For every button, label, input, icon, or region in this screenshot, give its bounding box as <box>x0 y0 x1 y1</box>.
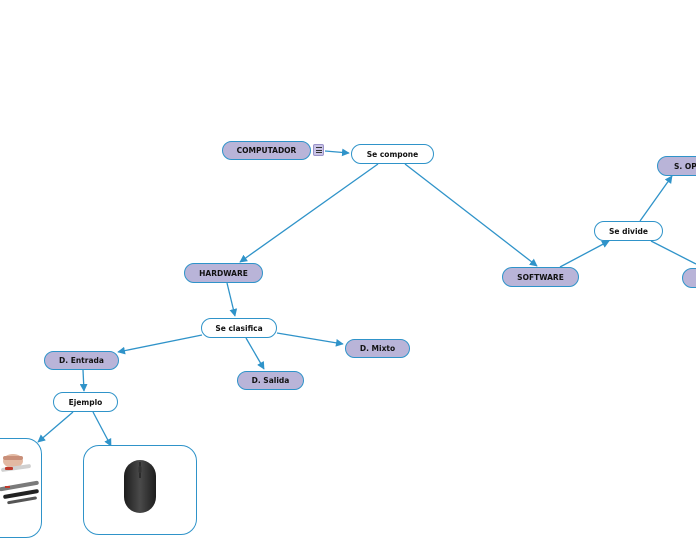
edge-ejemplo-mouse <box>92 411 112 447</box>
node-d-mixto[interactable]: D. Mixto <box>345 339 410 358</box>
node-d-entrada[interactable]: D. Entrada <box>44 351 119 370</box>
edge-se-clasifica-d-mixto <box>276 332 344 347</box>
edge-se-divide-offscreen <box>650 240 696 265</box>
edge-software-se-divide <box>559 240 610 268</box>
node-se-divide[interactable]: Se divide <box>594 221 663 241</box>
node-computador[interactable]: COMPUTADOR <box>222 141 311 160</box>
mouse-image <box>124 460 156 513</box>
edge-hardware-se-clasifica <box>226 282 238 317</box>
connector-layer <box>37 148 696 447</box>
node-se-compone[interactable]: Se compone <box>351 144 434 164</box>
edge-computador-se-compone <box>324 148 350 157</box>
node-software[interactable]: SOFTWARE <box>502 267 579 287</box>
edge-se-compone-software <box>404 163 538 267</box>
keyboard-image <box>0 454 39 505</box>
edge-ejemplo-keyboard <box>37 411 74 443</box>
edge-se-divide-s-op <box>639 175 673 222</box>
mouse-image-card[interactable] <box>83 445 197 535</box>
keyboard-image-card[interactable] <box>0 438 42 538</box>
node-offscreen-right[interactable] <box>682 268 696 288</box>
edge-se-compone-hardware <box>239 163 379 263</box>
node-hardware[interactable]: HARDWARE <box>184 263 263 283</box>
note-icon[interactable] <box>313 144 324 156</box>
node-s-op[interactable]: S. OP <box>657 156 696 176</box>
node-d-salida[interactable]: D. Salida <box>237 371 304 390</box>
edge-d-entrada-ejemplo <box>79 369 88 392</box>
edge-se-clasifica-d-entrada <box>117 334 203 355</box>
node-ejemplo[interactable]: Ejemplo <box>53 392 118 412</box>
edge-se-clasifica-d-salida <box>245 337 265 370</box>
node-se-clasifica[interactable]: Se clasifica <box>201 318 277 338</box>
